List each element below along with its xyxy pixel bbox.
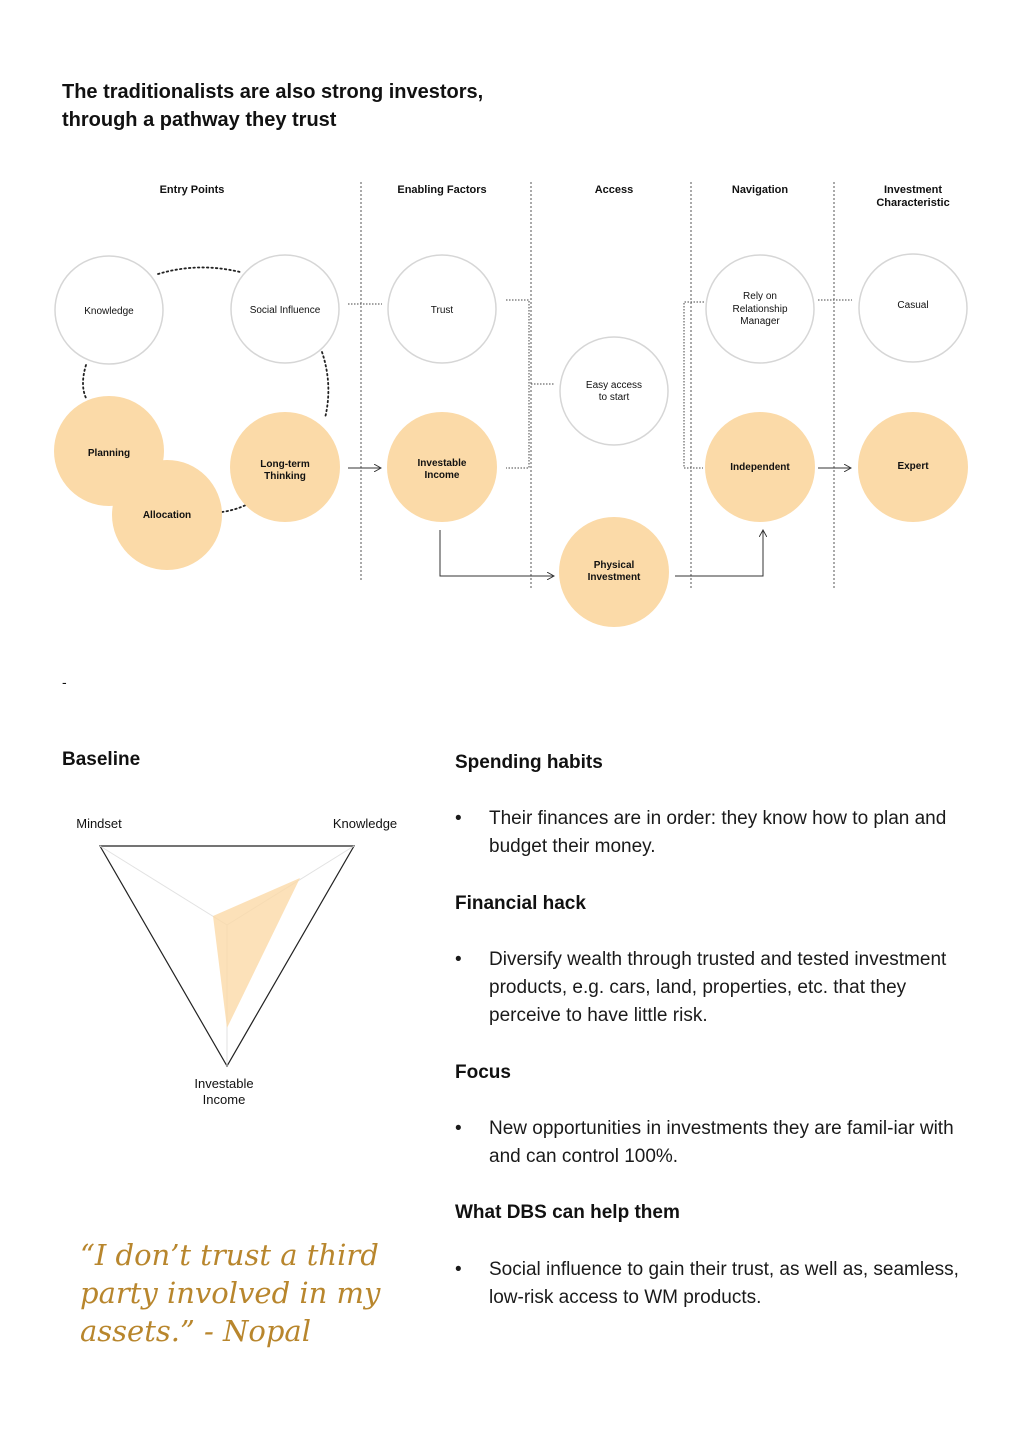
radar-label-income-2: Income: [203, 1092, 246, 1107]
baseline-radar-chart: Mindset Knowledge Investable Income: [76, 816, 397, 1107]
node-trust: [387, 254, 497, 364]
node-allocation: [112, 460, 222, 570]
column-entry-points: Entry Points: [160, 184, 225, 196]
label-trust: Trust: [431, 305, 454, 316]
radar-label-income-1: Investable: [194, 1076, 253, 1091]
label-rely-1: Rely on: [743, 291, 777, 302]
label-knowledge: Knowledge: [84, 306, 134, 317]
node-rely-on-rm: [705, 254, 815, 364]
node-expert: [858, 412, 968, 522]
node-independent: [705, 412, 815, 522]
connector-social-longterm: [321, 351, 330, 419]
label-planning: Planning: [88, 448, 130, 459]
bullet-dot: •: [455, 949, 462, 970]
dbs-help-heading: What DBS can help them: [455, 1202, 680, 1223]
label-casual: Casual: [897, 300, 928, 311]
radar-axis-mindset: [99, 845, 228, 926]
arrow-investable-physical: [439, 530, 554, 576]
connector-allocation-longterm: [221, 503, 249, 513]
quote-line-1: “I don’t trust a third: [80, 1238, 379, 1272]
label-physical-1: Physical: [594, 560, 635, 571]
page-title-line-2: through a pathway they trust: [62, 109, 337, 131]
label-social-influence: Social Influence: [250, 305, 321, 316]
spending-habits-bullet: • Their finances are in order: they know…: [455, 805, 965, 861]
node-social-influence: [230, 254, 340, 364]
node-knowledge: [54, 255, 164, 365]
label-long-term-2: Thinking: [264, 471, 306, 482]
focus-heading: Focus: [455, 1062, 511, 1083]
label-independent: Independent: [730, 462, 790, 473]
column-navigation: Navigation: [732, 184, 789, 196]
quote-line-2: party involved in my: [80, 1276, 381, 1310]
financial-hack-bullet: • Diversify wealth through trusted and t…: [455, 946, 965, 1030]
quote-line-3: assets.” - Nopal: [80, 1314, 311, 1348]
column-access: Access: [595, 184, 634, 196]
node-long-term-thinking: [230, 412, 340, 522]
connector-knowledge-social: [157, 266, 241, 275]
label-long-term-1: Long-term: [260, 459, 310, 470]
connector-bracket-enabling: [506, 299, 530, 469]
label-rely-2: Relationship: [732, 304, 787, 315]
arrow-physical-independent: [675, 530, 763, 577]
bullet-dot: •: [455, 808, 462, 829]
spending-habits-heading: Spending habits: [455, 752, 603, 773]
pathway-diagram: Entry Points Enabling Factors Access Nav…: [54, 182, 968, 627]
page-title: The traditionalists are also strong inve…: [62, 78, 662, 134]
dbs-help-text: Social influence to gain their trust, as…: [489, 1259, 959, 1308]
connector-bracket-navigation: [683, 301, 704, 469]
label-rely-3: Manager: [740, 316, 780, 327]
label-physical-2: Investment: [588, 572, 641, 583]
financial-hack-text: Diversify wealth through trusted and tes…: [489, 949, 947, 1026]
column-investment-line-2: Characteristic: [876, 197, 949, 209]
bullet-dot: •: [455, 1259, 462, 1280]
dbs-help-bullet: • Social influence to gain their trust, …: [455, 1256, 965, 1312]
financial-hack-heading: Financial hack: [455, 893, 586, 914]
node-casual: [858, 253, 968, 363]
radar-frame: [98, 845, 356, 1068]
label-expert: Expert: [897, 461, 929, 472]
spending-habits-text: Their finances are in order: they know h…: [489, 808, 947, 857]
node-easy-access: [559, 336, 669, 446]
page-title-line-1: The traditionalists are also strong inve…: [62, 81, 484, 103]
customer-quote: “I don’t trust a third party involved in…: [80, 1236, 400, 1350]
baseline-heading: Baseline: [62, 749, 141, 770]
node-physical-investment: [559, 517, 669, 627]
label-investable-2: Income: [424, 470, 459, 481]
radar-label-mindset: Mindset: [76, 816, 122, 831]
column-investment-line-1: Investment: [884, 184, 942, 196]
focus-text: New opportunities in investments they ar…: [489, 1118, 954, 1167]
connector-knowledge-planning: [82, 364, 87, 399]
radar-value-area: [213, 878, 300, 1028]
bullet-dot: •: [455, 1118, 462, 1139]
node-investable-income: [387, 412, 497, 522]
focus-bullet: • New opportunities in investments they …: [455, 1115, 965, 1171]
label-allocation: Allocation: [143, 510, 191, 521]
separator-mark: -: [62, 674, 67, 690]
label-investable-1: Investable: [418, 458, 467, 469]
label-easy-access-2: to start: [599, 392, 630, 403]
column-enabling-factors: Enabling Factors: [397, 184, 486, 196]
label-easy-access-1: Easy access: [586, 380, 642, 391]
radar-label-knowledge: Knowledge: [333, 816, 397, 831]
